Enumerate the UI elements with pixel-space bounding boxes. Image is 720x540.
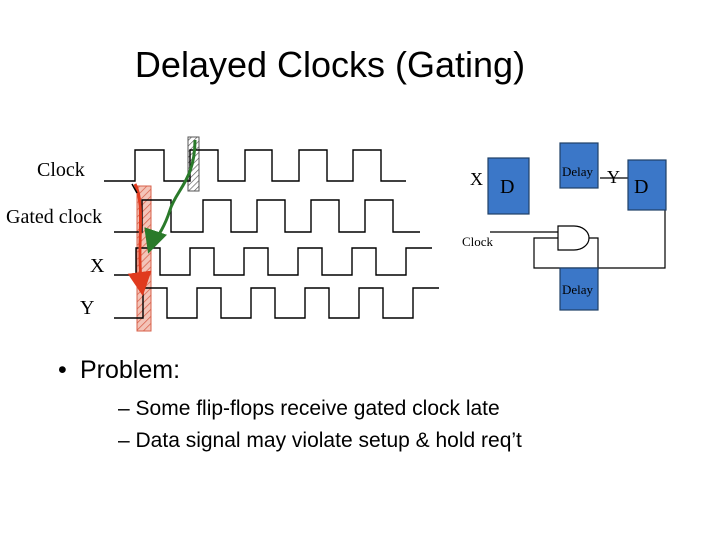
sub-bullet-1: – Some flip-flops receive gated clock la… (118, 397, 500, 420)
wire-loop (533, 195, 666, 269)
bullet-list: • Problem: – Some flip-flops receive gate… (58, 356, 522, 453)
y-label: Y (80, 297, 94, 319)
red-arrow (127, 183, 152, 296)
delay-bottom-label: Delay (562, 282, 594, 297)
flipflop-2-label: D (634, 176, 648, 198)
flipflop-1 (487, 157, 530, 215)
clock-label: Clock (37, 159, 85, 181)
gated-clock-waveform (114, 199, 420, 233)
and-gate (557, 225, 590, 251)
delay-top-label: Delay (562, 164, 594, 179)
gated-clock-label: Gated clock (6, 206, 102, 228)
circuit-clock-label: Clock (462, 234, 494, 249)
delay-bottom (559, 267, 599, 311)
bullet-dot-icon: • (58, 356, 67, 384)
sub-bullet-2: – Data signal may violate setup & hold r… (118, 429, 522, 452)
delay-top (559, 142, 599, 189)
flipflop-1-label: D (500, 176, 514, 198)
small-black-arrow (131, 183, 138, 194)
clock-waveform (104, 149, 406, 182)
green-arrow (144, 139, 197, 254)
x-waveform (114, 247, 432, 276)
circuit-y-label: Y (607, 167, 620, 187)
bullet-main: • Problem: (58, 356, 522, 385)
bullet-main-text: Problem: (80, 356, 181, 384)
y-waveform (114, 287, 439, 319)
x-label: X (90, 255, 105, 277)
wire-and-out (588, 237, 599, 270)
slide-title: Delayed Clocks (Gating) (134, 44, 526, 85)
flipflop-2 (627, 159, 667, 211)
circuit-x-label: X (470, 169, 483, 189)
